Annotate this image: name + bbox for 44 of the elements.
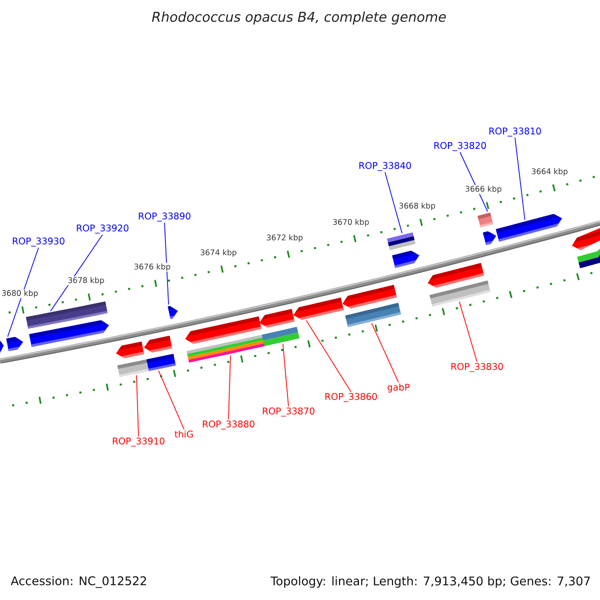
gene-label: ROP_33870 (262, 408, 314, 416)
leader-line (50, 234, 103, 312)
feature-bar (186, 334, 266, 363)
title: Rhodococcus opacus B4, complete genome (152, 11, 446, 25)
feature-bar (262, 326, 300, 346)
gene-block (116, 341, 144, 358)
feature-bar (146, 354, 176, 372)
gene-label: ROP_33880 (202, 420, 254, 430)
gene-label: ROP_33890 (138, 212, 190, 222)
leader-line (306, 320, 352, 392)
feature-bar (386, 232, 416, 250)
gene-block (259, 308, 295, 328)
gene-label: ROP_33920 (76, 224, 128, 234)
gene-block (293, 297, 344, 320)
genome-summary: Topology: linear; Length: 7,913,450 bp; Genes: 7,307 (270, 576, 590, 588)
gene-block (168, 306, 178, 320)
leader-line (158, 370, 184, 430)
leader-line (458, 301, 478, 362)
gene-block (144, 336, 172, 353)
feature-bar (26, 301, 108, 329)
leader-line (7, 247, 39, 338)
feature-bar (477, 212, 494, 228)
gene-block (482, 231, 496, 246)
gene-label: ROP_33910 (112, 438, 164, 446)
gene-label: ROP_33840 (359, 162, 411, 171)
feature-bar (429, 280, 491, 307)
gene-block (572, 228, 600, 250)
gene-label: gabP (388, 384, 410, 392)
gene-block (496, 214, 562, 242)
gene-label: ROP_33810 (489, 128, 541, 136)
gene-block (6, 336, 24, 352)
gene-label: ROP_33820 (434, 142, 486, 151)
leader-line (514, 137, 526, 220)
gene-label: ROP_33860 (325, 393, 377, 402)
leader-line (136, 374, 139, 437)
leader-line (164, 222, 169, 306)
accession-text: Accession: NC_012522 (10, 576, 146, 588)
feature-bar (117, 359, 149, 378)
feature-bar (345, 302, 402, 328)
gene-label: ROP_33930 (12, 238, 64, 246)
gene-block (392, 250, 420, 268)
leader-line (371, 322, 399, 383)
gene-label: ROP_33830 (451, 363, 503, 372)
gene-label: thiG (174, 430, 193, 438)
